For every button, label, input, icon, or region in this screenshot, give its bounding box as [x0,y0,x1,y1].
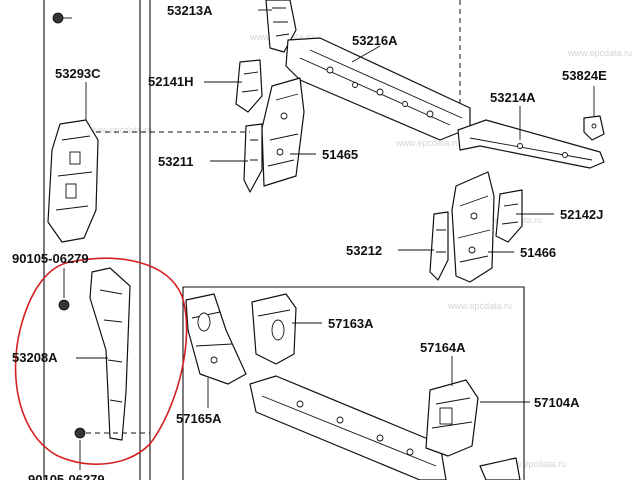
watermark: www.epcdata.ru [501,459,566,469]
part-57164A [425,379,479,457]
annotation-circle [14,257,188,465]
part-52141H [235,59,263,113]
label-90105-bottom: 90105-06279 [28,472,105,480]
label-57164A: 57164A [420,340,466,355]
label-53293C: 53293C [55,66,101,81]
watermark: www.epcdata.ru [567,48,632,58]
label-51465: 51465 [322,147,358,162]
label-53214A: 53214A [490,90,536,105]
part-52142J [495,189,523,243]
assembly-frame [182,286,525,480]
part-53293C [47,119,99,243]
bolt-icon [58,268,70,311]
part-53211 [243,123,263,193]
watermark: www.epcdata.ru [447,301,512,311]
label-51466: 51466 [520,245,556,260]
label-57163A: 57163A [328,316,374,331]
part-57165A [185,293,247,385]
watermark: www.epcdata.ru [395,138,460,148]
label-57165A: 57165A [176,411,222,426]
part-51465 [261,77,305,187]
screw-icon [52,12,72,24]
label-53213A: 53213A [167,3,213,18]
watermark: www.epcdata.ru [87,125,152,135]
label-57104A: 57104A [534,395,580,410]
leader-line [351,45,381,63]
part-53216A [285,37,471,141]
part-53214A [457,119,605,169]
label-53212: 53212 [346,243,382,258]
label-52141H: 52141H [148,74,194,89]
part-57104A [249,375,447,480]
part-53212 [429,211,449,281]
part-51466 [451,171,495,283]
label-52142J: 52142J [560,207,603,222]
label-53824E: 53824E [562,68,607,83]
part-53208A [89,267,131,441]
label-90105-top: 90105-06279 [12,251,89,266]
part-57104A-end [479,457,521,480]
label-53211: 53211 [158,154,193,169]
label-53216A: 53216A [352,33,398,48]
bolt-icon [74,427,86,470]
part-57163A [251,293,297,365]
part-53824E [583,115,605,141]
label-53208A: 53208A [12,350,58,365]
